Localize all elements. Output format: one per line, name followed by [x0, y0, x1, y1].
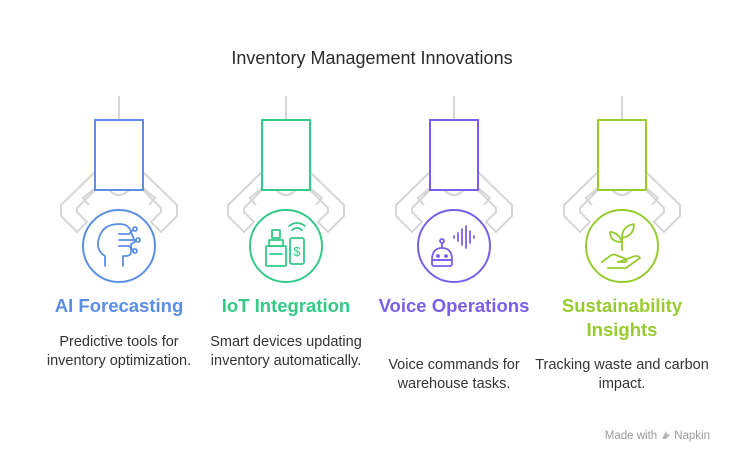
item-heading: AI Forecasting: [54, 295, 184, 316]
footer-label: Made with: [604, 430, 658, 442]
column-voice-operations: Voice Operations Voice commands for ware…: [370, 0, 538, 462]
claw-graphic: $: [227, 96, 345, 283]
ai-head-icon: [96, 223, 141, 267]
item-description: Predictive tools for inventory optimizat…: [46, 334, 192, 369]
iot-devices-icon: $: [265, 222, 306, 267]
column-iot-integration: $ IoT Integration Smart devices updating…: [202, 0, 370, 462]
item-description: Voice commands for warehouse tasks.: [388, 357, 520, 392]
claw-graphic: [563, 96, 681, 283]
claw-graphic: [395, 96, 513, 283]
voice-robot-icon: [431, 225, 475, 267]
claw-block: [429, 119, 479, 191]
svg-text:$: $: [293, 244, 301, 259]
plant-hand-icon: [601, 223, 641, 269]
item-heading: IoT Integration: [221, 295, 351, 316]
claw-block: [261, 119, 311, 191]
item-heading: Voice Operations: [378, 295, 530, 316]
claw-graphic: [60, 96, 178, 283]
column-sustainability-insights: Sustainability Insights Tracking waste a…: [535, 0, 709, 462]
item-description: Tracking waste and carbon impact.: [535, 357, 709, 392]
claw-block: [94, 119, 144, 191]
item-description: Smart devices updating inventory automat…: [210, 334, 362, 369]
item-heading: Sustainability Insights: [561, 295, 683, 340]
column-ai-forecasting: AI Forecasting Predictive tools for inve…: [35, 0, 203, 462]
claw-block: [597, 119, 647, 191]
page-title: Inventory Management Innovations: [231, 48, 513, 68]
icon-circle: [417, 209, 491, 283]
napkin-logo-icon: [662, 431, 671, 439]
footer: Made with Napkin: [605, 430, 710, 442]
brand-label: Napkin: [674, 430, 710, 442]
